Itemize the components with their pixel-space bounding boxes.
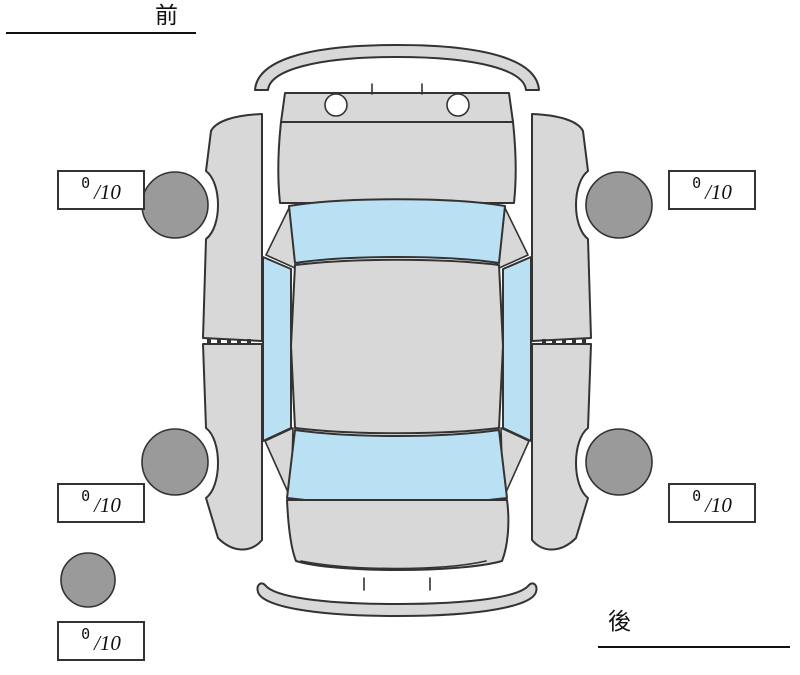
- tread-score-rear-right[interactable]: 0 /10: [668, 483, 756, 523]
- left-headlight-icon: [324, 93, 348, 117]
- rear-right-wheel[interactable]: [585, 428, 653, 496]
- front-left-wheel[interactable]: [141, 171, 209, 239]
- right-rear-panel[interactable]: [531, 343, 592, 551]
- front-bumper[interactable]: [254, 44, 540, 91]
- tread-score-rear-left[interactable]: 0 /10: [57, 483, 145, 523]
- tread-value: 0: [81, 174, 91, 192]
- trunk[interactable]: [286, 499, 510, 571]
- tread-max: /10: [94, 179, 121, 204]
- tread-value: 0: [692, 487, 702, 505]
- windshield[interactable]: [288, 198, 506, 264]
- left-front-panel[interactable]: [202, 113, 263, 342]
- left-rear-panel[interactable]: [202, 343, 263, 551]
- right-front-panel[interactable]: [531, 113, 592, 342]
- tread-max: /10: [94, 630, 121, 655]
- tread-score-front-left[interactable]: 0 /10: [57, 170, 145, 210]
- grille-ticks: [371, 83, 423, 95]
- rear-left-wheel[interactable]: [141, 428, 209, 496]
- trunk-ticks: [363, 577, 431, 591]
- tread-max: /10: [705, 492, 732, 517]
- rear-bumper[interactable]: [256, 582, 538, 617]
- hood[interactable]: [277, 121, 517, 204]
- spare-wheel[interactable]: [60, 552, 116, 608]
- roof[interactable]: [290, 258, 504, 435]
- tread-score-spare[interactable]: 0 /10: [57, 621, 145, 661]
- tread-max: /10: [705, 179, 732, 204]
- front-right-wheel[interactable]: [585, 171, 653, 239]
- trunk-edge-line: [300, 560, 487, 570]
- front-label: 前: [155, 3, 179, 29]
- rear-underline: [598, 646, 790, 648]
- rear-window[interactable]: [286, 429, 508, 506]
- rear-label: 後: [608, 609, 632, 635]
- tread-score-front-right[interactable]: 0 /10: [668, 170, 756, 210]
- tread-value: 0: [692, 174, 702, 192]
- front-underline: [6, 32, 196, 34]
- front-cowl[interactable]: [280, 92, 514, 123]
- tread-value: 0: [81, 625, 91, 643]
- right-side-window[interactable]: [502, 256, 532, 442]
- left-side-window[interactable]: [262, 256, 292, 442]
- tread-value: 0: [81, 487, 91, 505]
- right-headlight-icon: [446, 93, 470, 117]
- tread-max: /10: [94, 492, 121, 517]
